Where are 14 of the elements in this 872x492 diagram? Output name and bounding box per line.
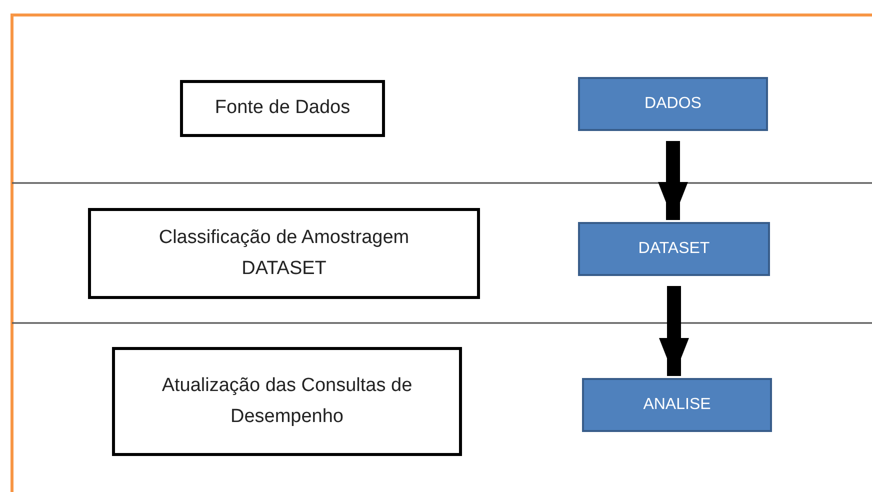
process-box [578,77,768,131]
arrow [658,141,688,220]
process-box [582,378,772,432]
node-text: Atualização das Consultas de Desempenho [160,374,414,428]
arrow [659,286,689,376]
label-box [180,80,385,137]
node-text: Classificação de Amostragem DATASET [158,226,410,280]
label-box [112,347,462,456]
node-text: ANALISE [643,396,711,414]
node-text: Fonte de Dados [214,96,350,120]
node-text: DADOS [644,95,702,113]
process-box [578,222,770,276]
node-text: DATASET [638,240,710,258]
label-box [88,208,480,299]
